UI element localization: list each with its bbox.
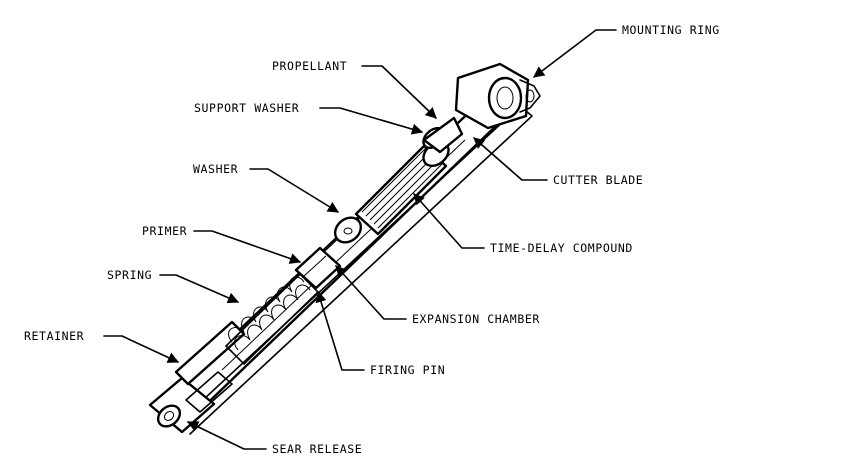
label-expansion-chamber: EXPANSION CHAMBER (335, 265, 540, 326)
label-support-washer: SUPPORT WASHER (194, 101, 424, 135)
svg-text:RETAINER: RETAINER (24, 329, 84, 343)
label-time-delay-compound: TIME-DELAY COMPOUND (413, 193, 633, 255)
label-sear-release: SEAR RELEASE (186, 421, 362, 456)
label-primer: PRIMER (142, 224, 302, 264)
svg-text:FIRING PIN: FIRING PIN (370, 363, 445, 377)
sear-release-end (148, 371, 233, 434)
svg-text:SEAR RELEASE: SEAR RELEASE (272, 442, 362, 456)
svg-text:EXPANSION CHAMBER: EXPANSION CHAMBER (412, 312, 540, 326)
svg-text:MOUNTING RING: MOUNTING RING (622, 23, 720, 37)
mounting-ring-part (454, 62, 541, 130)
label-firing-pin: FIRING PIN (315, 290, 445, 377)
svg-text:TIME-DELAY COMPOUND: TIME-DELAY COMPOUND (490, 241, 633, 255)
svg-text:WASHER: WASHER (193, 162, 238, 176)
label-retainer: RETAINER (24, 329, 180, 363)
label-washer: WASHER (193, 162, 339, 213)
label-cutter-blade: CUTTER BLADE (473, 137, 643, 187)
cutter-device (148, 62, 541, 435)
svg-text:PRIMER: PRIMER (142, 224, 187, 238)
label-mounting-ring: MOUNTING RING (533, 23, 720, 78)
label-propellant: PROPELLANT (272, 59, 437, 119)
svg-text:PROPELLANT: PROPELLANT (272, 59, 347, 73)
label-spring: SPRING (107, 268, 240, 304)
svg-text:SPRING: SPRING (107, 268, 152, 282)
svg-text:CUTTER BLADE: CUTTER BLADE (553, 173, 643, 187)
svg-text:SUPPORT WASHER: SUPPORT WASHER (194, 101, 299, 115)
washer-part (333, 216, 363, 244)
